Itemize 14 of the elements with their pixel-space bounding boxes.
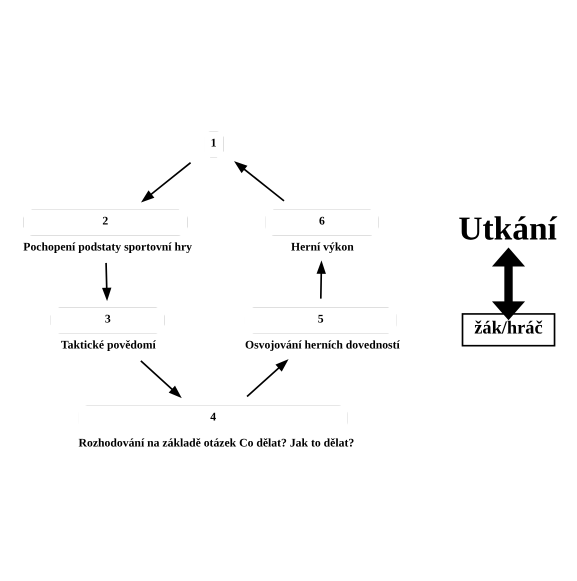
node-text: Utkání <box>458 210 557 248</box>
arrow <box>492 248 526 320</box>
node-label: Osvojování herních dovedností <box>245 338 400 352</box>
arrow <box>246 359 289 398</box>
node-label: Pochopení podstaty sportovní hry <box>23 240 192 254</box>
node-label: Herní výkon <box>291 240 354 254</box>
node-box: žák/hráč <box>462 313 556 347</box>
node-label: Taktické povědomí <box>60 338 156 352</box>
arrow <box>140 360 182 398</box>
node-label: Rozhodování na základě otázek Co dělat? Jak to dělat? <box>78 436 354 450</box>
arrow <box>140 162 192 202</box>
arrow <box>316 260 326 299</box>
arrow <box>234 161 285 202</box>
arrow <box>102 262 112 302</box>
